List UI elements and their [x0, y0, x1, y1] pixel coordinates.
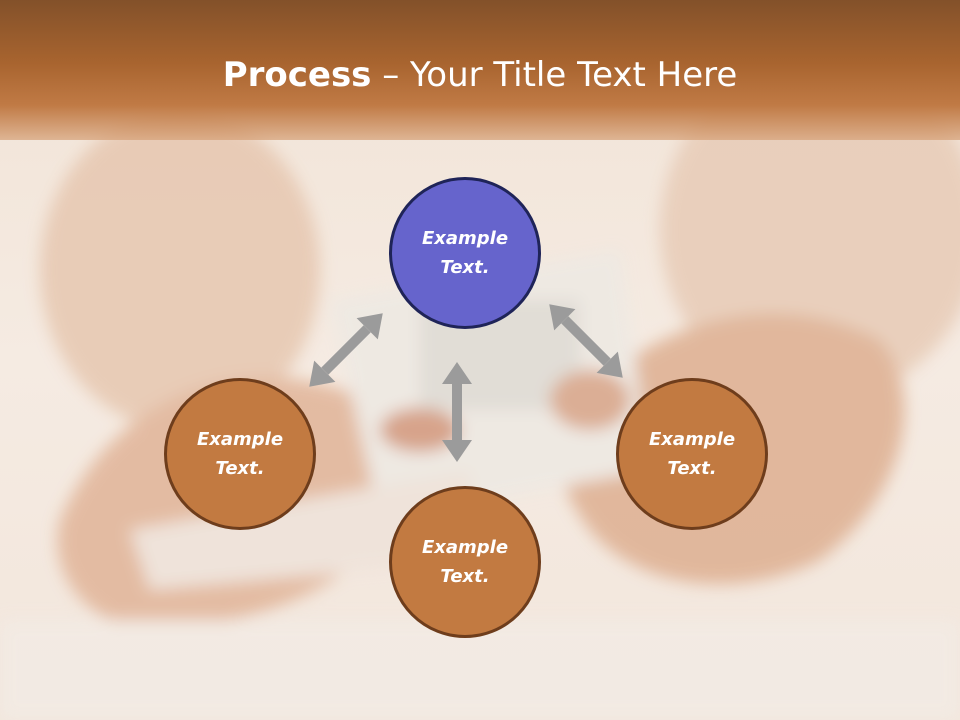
- node-text-line1: Example: [421, 537, 509, 558]
- node-text-line1: Example: [196, 429, 284, 450]
- node-text-line2: Text.: [440, 257, 490, 278]
- slide-title[interactable]: Process – Your Title Text Here: [0, 52, 960, 98]
- node-text-line2: Text.: [667, 458, 717, 479]
- node-text-line2: Text.: [215, 458, 265, 479]
- double-arrow-icon: [549, 304, 623, 378]
- double-arrow-icon: [442, 362, 472, 462]
- process-node-top[interactable]: Example Text.: [389, 177, 541, 329]
- node-text-line1: Example: [421, 228, 509, 249]
- title-rest: – Your Title Text Here: [371, 55, 738, 95]
- process-node-right[interactable]: Example Text.: [616, 378, 768, 530]
- node-text-line1: Example: [648, 429, 736, 450]
- process-node-left[interactable]: Example Text.: [164, 378, 316, 530]
- title-banner: [0, 0, 960, 140]
- title-bold: Process: [222, 55, 372, 95]
- double-arrow-icon: [309, 313, 383, 387]
- node-text-line2: Text.: [440, 566, 490, 587]
- process-node-bottom[interactable]: Example Text.: [389, 486, 541, 638]
